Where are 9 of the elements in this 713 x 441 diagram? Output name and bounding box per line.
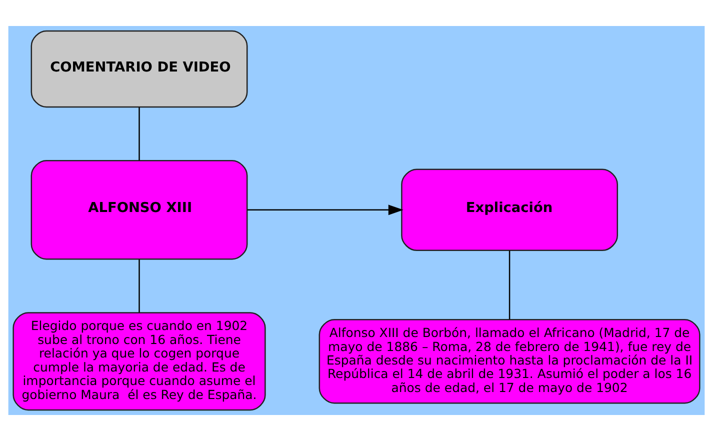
connector	[508, 250, 510, 320]
arrow	[247, 204, 404, 216]
node-box: COMENTARIO DE VIDEO	[30, 30, 248, 108]
node-box: Elegido porque es cuando en 1902 sube al trono con 16 años. Tiene relación ya que lo cogen porque cumple la mayoria de edad. Es de importancia porque cuando asume el gobierno Maura él es Rey de España.	[12, 312, 266, 411]
node-box: Explicación	[401, 168, 618, 252]
connector	[138, 107, 140, 161]
connector	[138, 260, 140, 313]
node-box: Alfonso XIII de Borbón, llamado el Africano (Madrid, 17 de mayo de 1886 – Roma, 28 de febrero de 1941), fue rey de España desde su nacimiento hasta la proclamación de la II República el 14 de abril de 1931. Asumió el poder a los 16 años de edad, el 17 de mayo de 1902	[318, 319, 700, 404]
node-box: ALFONSO XIII	[30, 160, 248, 260]
